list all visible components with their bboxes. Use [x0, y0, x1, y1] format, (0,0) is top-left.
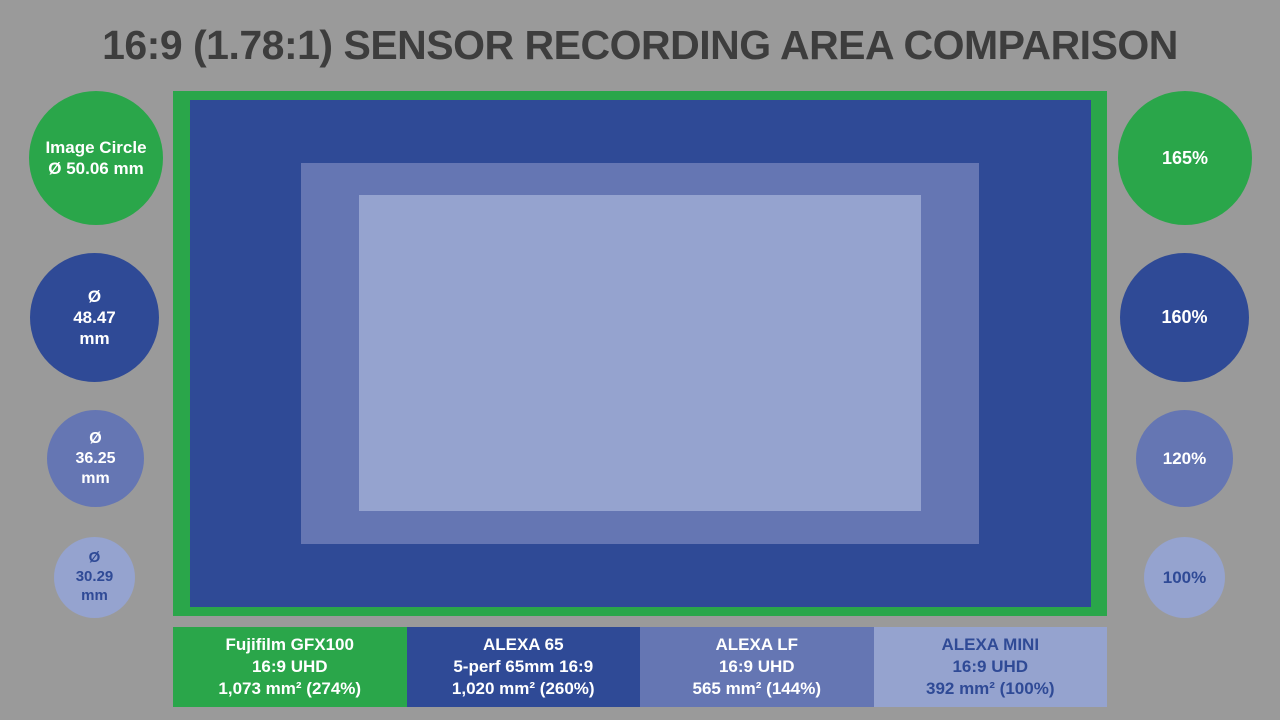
legend-gfx100: Fujifilm GFX100 16:9 UHD 1,073 mm² (274%… [173, 627, 407, 707]
percentage-gfx100: 165% [1118, 91, 1252, 225]
image-circle-alexa-mini: Ø 30.29 mm [54, 537, 135, 618]
diameter-symbol: Ø [89, 429, 102, 447]
legend-name: ALEXA LF [715, 634, 798, 654]
percentage-alexa-mini: 100% [1144, 537, 1225, 618]
legend-area: 1,020 mm² (260%) [451, 679, 595, 699]
diameter-value: 48.47 [73, 307, 116, 327]
legend-area: 392 mm² (100%) [925, 679, 1055, 699]
image-circle-gfx100: Image Circle Ø 50.06 mm [29, 91, 163, 225]
legend-name: ALEXA MINI [941, 634, 1040, 654]
legend-name: ALEXA 65 [482, 634, 564, 654]
percentage-value: 160% [1161, 307, 1208, 328]
legend-alexa-lf: ALEXA LF 16:9 UHD 565 mm² (144%) [640, 627, 874, 707]
legend-format: 5-perf 65mm 16:9 [453, 656, 594, 676]
percentage-alexa-65: 160% [1120, 253, 1249, 382]
image-circle-alexa-65: Ø 48.47 mm [30, 253, 159, 382]
legend-area: 565 mm² (144%) [692, 679, 821, 699]
image-circle-label: Image Circle [45, 137, 147, 157]
diameter-unit: mm [81, 586, 108, 604]
diameter-symbol: Ø [87, 286, 102, 306]
percentage-value: 165% [1161, 147, 1209, 168]
diameter-value: 36.25 [75, 449, 116, 467]
percentage-alexa-lf: 120% [1136, 410, 1233, 507]
diameter-unit: mm [81, 469, 110, 487]
legend-format: 16:9 UHD [718, 656, 795, 676]
diameter-symbol: Ø [88, 549, 101, 567]
legend-alexa-65: ALEXA 65 5-perf 65mm 16:9 1,020 mm² (260… [406, 627, 640, 707]
legend-format: 16:9 UHD [952, 656, 1029, 676]
sensor-legend: Fujifilm GFX100 16:9 UHD 1,073 mm² (274%… [173, 627, 1107, 707]
legend-name: Fujifilm GFX100 [225, 634, 354, 654]
legend-alexa-mini: ALEXA MINI 16:9 UHD 392 mm² (100%) [873, 627, 1107, 707]
percentage-value: 120% [1162, 448, 1207, 468]
percentage-value: 100% [1162, 567, 1207, 587]
legend-area: 1,073 mm² (274%) [218, 679, 362, 699]
page-title: 16:9 (1.78:1) SENSOR RECORDING AREA COMP… [102, 22, 1178, 68]
image-circle-alexa-lf: Ø 36.25 mm [47, 410, 144, 507]
sensor-area-alexa-mini [359, 195, 921, 511]
diameter-value: 30.29 [75, 568, 114, 586]
legend-format: 16:9 UHD [251, 656, 328, 676]
image-circle-diameter: Ø 50.06 mm [48, 159, 144, 178]
diameter-unit: mm [79, 329, 110, 349]
